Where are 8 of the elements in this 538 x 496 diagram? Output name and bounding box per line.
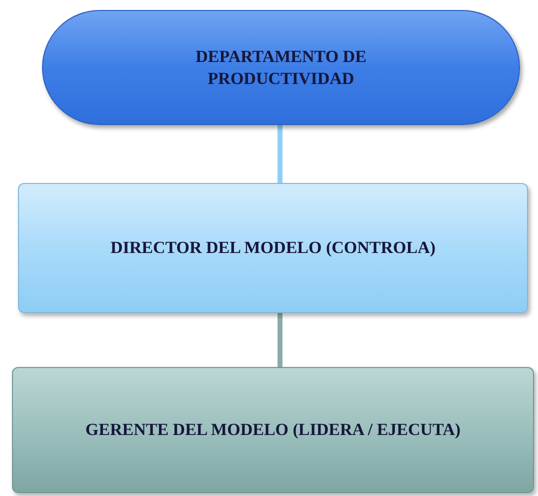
node-label: DEPARTAMENTO DE PRODUCTIVIDAD — [194, 46, 368, 89]
process-box — [18, 183, 528, 313]
connector-line — [278, 313, 282, 367]
connector-line — [278, 125, 282, 183]
rounded-banner — [42, 10, 520, 125]
node-label: DIRECTOR DEL MODELO (CONTROLA) — [110, 237, 436, 259]
process-box — [12, 367, 534, 493]
node-label: GERENTE DEL MODELO (LIDERA / EJECUTA) — [85, 419, 461, 441]
